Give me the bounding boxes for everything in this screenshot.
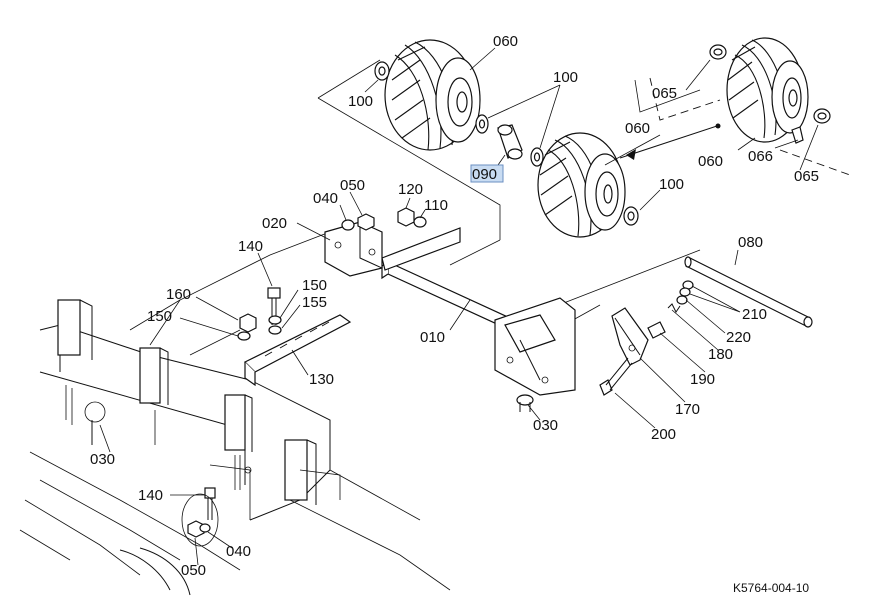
detail-circle (181, 493, 219, 547)
shaft-080 (684, 256, 813, 328)
callout-140-bottom: 140 (138, 487, 163, 504)
callout-210: 210 (742, 306, 767, 323)
callout-065-right: 065 (794, 168, 819, 185)
callout-090[interactable]: 090 (472, 166, 497, 183)
callout-labels: 060 100 100 090 065 060 060 066 065 100 … (90, 33, 819, 579)
callout-060-right: 060 (698, 153, 723, 170)
callout-020: 020 (262, 215, 287, 232)
callout-170: 170 (675, 401, 700, 418)
washer-100-mid (623, 206, 639, 226)
washer-040-top (341, 219, 355, 231)
callout-190: 190 (690, 371, 715, 388)
callout-100-top: 100 (553, 69, 578, 86)
nut-160 (239, 313, 257, 333)
callout-110: 110 (424, 197, 448, 214)
callout-040-top: 040 (313, 190, 338, 207)
washer-155 (268, 325, 282, 335)
bolt-140-bottom (204, 487, 216, 520)
wheel-060-top (384, 39, 481, 151)
callout-150-left: 150 (147, 308, 172, 325)
callout-130: 130 (309, 371, 334, 388)
callout-090-highlight (470, 164, 504, 183)
callout-leaders (99, 47, 819, 566)
callout-065-left: 065 (652, 85, 677, 102)
spring-180 (667, 303, 681, 313)
callout-066: 066 (748, 148, 773, 165)
callout-030-left: 030 (90, 451, 115, 468)
callout-060-top: 060 (493, 33, 518, 50)
washer-110 (413, 216, 427, 228)
callout-010: 010 (420, 329, 445, 346)
washer-150-right (268, 315, 282, 325)
axle-010 (381, 227, 576, 396)
nut-120 (397, 207, 415, 227)
callout-150-right: 150 (302, 277, 327, 294)
lever-170 (611, 307, 649, 366)
washer-100-left (374, 61, 390, 81)
washer-100-top (475, 114, 544, 167)
callout-140-top: 140 (238, 238, 263, 255)
bolt-200 (599, 357, 633, 396)
callout-060-mid: 060 (625, 120, 650, 137)
callout-080: 080 (738, 234, 763, 251)
plate-130 (243, 314, 352, 387)
callout-200: 200 (651, 426, 676, 443)
callout-050-bottom: 050 (181, 562, 206, 579)
wheel-060-right (726, 37, 809, 143)
callout-040-bottom: 040 (226, 543, 251, 560)
washer-040-bottom (199, 523, 211, 533)
nut-050-top (357, 213, 375, 231)
callout-100-mid: 100 (659, 176, 684, 193)
bracket-020 (324, 221, 383, 277)
mower-deck-frame (19, 299, 451, 596)
callout-030-mid: 030 (533, 417, 558, 434)
bushing-065-right (813, 108, 831, 124)
nut-050-bottom (187, 520, 205, 538)
washer-150-left (237, 331, 251, 341)
callout-220: 220 (726, 329, 751, 346)
grease-fitting-066 (791, 126, 804, 144)
wheel-060-middle (537, 132, 626, 238)
washers-210-220 (676, 280, 694, 305)
callout-050-top: 050 (340, 177, 365, 194)
callout-100-left: 100 (348, 93, 373, 110)
bushing-065-left (709, 44, 727, 60)
callout-155: 155 (302, 294, 327, 311)
callout-160: 160 (166, 286, 191, 303)
bolt-030-mid (516, 394, 534, 412)
callout-120: 120 (398, 181, 423, 198)
drawing-code: K5764-004-10 (733, 581, 809, 595)
callout-180: 180 (708, 346, 733, 363)
spacer-090 (497, 124, 523, 160)
